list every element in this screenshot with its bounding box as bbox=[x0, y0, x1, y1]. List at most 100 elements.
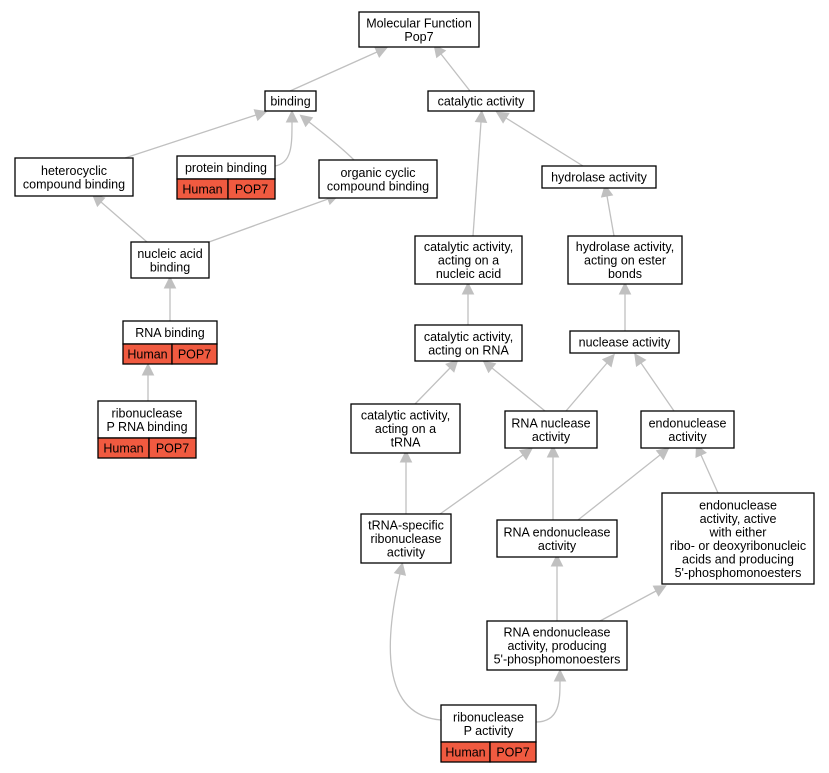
term-label: Pop7 bbox=[404, 30, 433, 44]
edge-line bbox=[535, 680, 561, 723]
term-box bbox=[569, 330, 680, 354]
term-label: P activity bbox=[464, 724, 515, 738]
arrowhead bbox=[652, 585, 667, 597]
edge-cat-to-mf bbox=[433, 44, 471, 92]
edge-line bbox=[472, 121, 482, 237]
term-box bbox=[414, 324, 523, 362]
edge-line bbox=[565, 362, 608, 412]
gene-cell bbox=[227, 178, 276, 200]
arrowhead bbox=[285, 109, 299, 123]
term-label: acting on RNA bbox=[428, 343, 509, 357]
term-label: acting on ester bbox=[584, 254, 666, 268]
arrowhead bbox=[253, 109, 268, 122]
arrowhead bbox=[445, 359, 459, 373]
term-box bbox=[567, 235, 683, 285]
term-label: 5'-phosphomonoesters bbox=[494, 653, 621, 667]
term-label: activity bbox=[538, 539, 577, 553]
term-box bbox=[496, 519, 618, 558]
arrowhead bbox=[299, 114, 314, 128]
term-label: RNA binding bbox=[135, 326, 205, 340]
arrowhead bbox=[655, 447, 670, 461]
edge-cattrna-to-catrna bbox=[414, 359, 459, 405]
species-label: Human bbox=[445, 746, 485, 760]
gene-cell bbox=[171, 343, 218, 365]
arrowhead bbox=[373, 46, 389, 58]
term-label: catalytic activity, bbox=[361, 409, 450, 423]
edge-rnaendo-to-rnanuc bbox=[546, 444, 560, 520]
term-box bbox=[14, 157, 134, 197]
term-label: protein binding bbox=[185, 161, 267, 175]
term-box bbox=[130, 241, 210, 279]
edge-endo-to-nucl bbox=[634, 353, 675, 412]
term-label: bonds bbox=[608, 267, 642, 281]
edge-catna-to-cat bbox=[472, 109, 488, 237]
arrowhead bbox=[550, 553, 564, 567]
term-label: activity bbox=[532, 430, 571, 444]
edge-hyd-to-cat bbox=[495, 111, 584, 167]
term-label: P RNA binding bbox=[106, 420, 187, 434]
term-label: heterocyclic bbox=[41, 164, 107, 178]
species-label: Human bbox=[103, 442, 143, 456]
term-label: nucleic acid bbox=[137, 247, 202, 261]
gene-cell bbox=[489, 741, 537, 763]
species-label: Human bbox=[182, 183, 222, 197]
node-hyd[interactable]: hydrolase activity bbox=[541, 165, 657, 189]
term-label: tRNA bbox=[391, 436, 422, 450]
gene-label: POP7 bbox=[156, 442, 189, 456]
edge-hydest-to-hyd bbox=[600, 184, 615, 237]
term-box bbox=[640, 410, 735, 449]
term-box bbox=[350, 403, 461, 454]
node-cat[interactable]: catalytic activity bbox=[427, 90, 535, 112]
edge-line bbox=[308, 121, 355, 161]
edge-line bbox=[100, 201, 148, 243]
edge-line bbox=[274, 121, 293, 167]
term-box bbox=[414, 235, 523, 285]
term-label: Molecular Function bbox=[366, 16, 472, 30]
term-label: catalytic activity, bbox=[424, 240, 513, 254]
edge-rnpb-to-rnab bbox=[141, 362, 155, 401]
term-box bbox=[97, 400, 197, 439]
term-label: endonuclease bbox=[649, 416, 727, 430]
edge-rnaendo5-to-endoact bbox=[599, 585, 667, 622]
node-catrna[interactable]: catalytic activity,acting on RNA bbox=[414, 324, 523, 362]
term-label: compound binding bbox=[327, 179, 429, 193]
term-label: acting on a bbox=[438, 254, 499, 268]
edge-rnanuc-to-catrna bbox=[482, 360, 546, 412]
edge-line bbox=[606, 195, 615, 237]
species-label: Human bbox=[127, 348, 167, 362]
term-label: with either bbox=[709, 525, 767, 539]
term-label: hydrolase activity bbox=[551, 171, 648, 185]
edge-rnp-to-trnasp bbox=[389, 562, 442, 721]
term-box bbox=[427, 90, 535, 112]
edge-rnaendo-to-endo bbox=[577, 447, 670, 521]
node-nucl[interactable]: nuclease activity bbox=[569, 330, 680, 354]
node-bind[interactable]: binding bbox=[264, 90, 317, 112]
term-box bbox=[661, 492, 815, 585]
edge-catrna-to-catna bbox=[461, 281, 475, 325]
term-label: endonuclease bbox=[699, 498, 777, 512]
term-label: activity, active bbox=[700, 512, 777, 526]
arrowhead bbox=[482, 360, 497, 374]
term-label: RNA nuclease bbox=[511, 416, 590, 430]
edge-line bbox=[389, 573, 442, 721]
edge-rnab-to-nuc bbox=[163, 275, 177, 321]
gene-cell bbox=[148, 437, 197, 459]
